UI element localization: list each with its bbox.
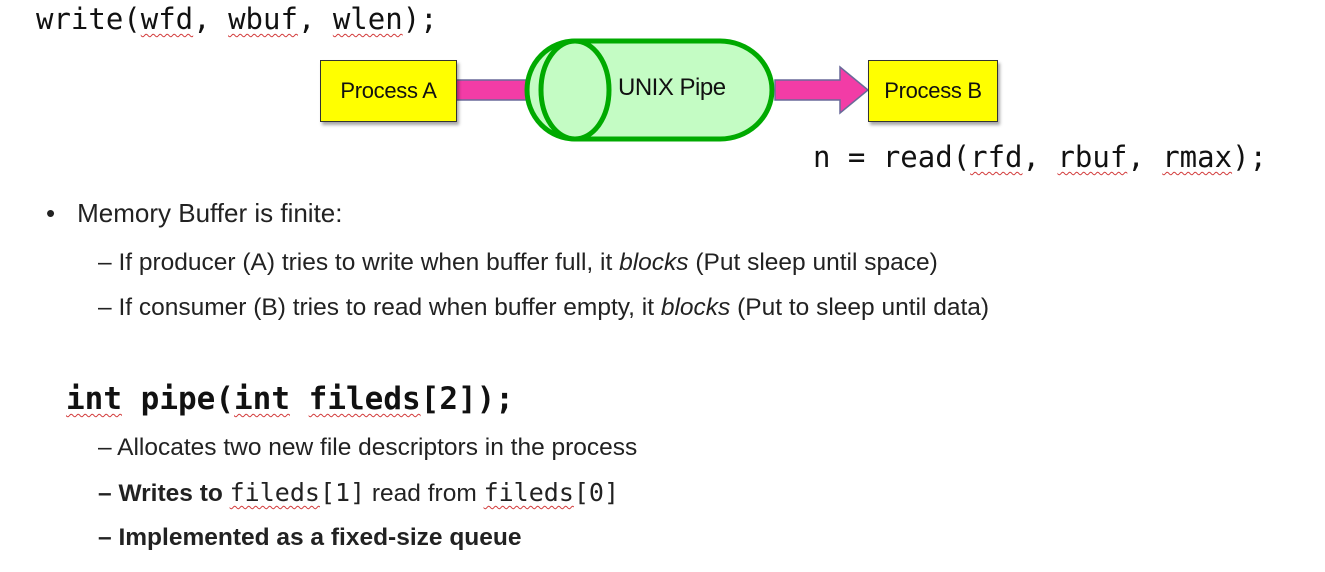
bullet-text: Memory Buffer is finite:: [77, 198, 343, 228]
sub4-code-fileds-0: fileds: [483, 478, 574, 507]
sub1-em: blocks: [619, 249, 689, 276]
read-pre: n = read(: [813, 140, 971, 174]
sub2-text: If consumer (B) tries to read when buffe…: [118, 294, 661, 321]
process-a-label: Process A: [340, 78, 437, 103]
pipe-cylinder-end: [538, 38, 612, 142]
dash: –: [98, 524, 112, 551]
read-call-code: n = read(rfd, rbuf, rmax);: [813, 140, 1267, 174]
sub2-em: blocks: [660, 294, 731, 321]
pipe-signature-code: int pipe(int fileds[2]);: [66, 381, 514, 417]
sub-item-consumer: – If consumer (B) tries to read when buf…: [98, 294, 989, 322]
sub5-text: Implemented as a fixed-size queue: [118, 524, 522, 551]
sub3-text: Allocates two new file descriptors in th…: [117, 434, 638, 461]
write-sep1: ,: [193, 2, 229, 36]
write-sep2: ,: [297, 2, 333, 36]
sub1-post: (Put sleep until space): [688, 249, 938, 276]
write-fn: write(: [36, 2, 141, 36]
sub-item-producer: – If producer (A) tries to write when bu…: [98, 249, 938, 277]
sig-space: [122, 381, 141, 417]
dash: –: [98, 294, 112, 321]
read-arg-rmax: rmax: [1162, 140, 1233, 174]
sig-fn: pipe(: [140, 381, 234, 417]
bullet-memory-buffer: • Memory Buffer is finite:: [46, 198, 343, 229]
sub4-pre: Writes to: [118, 480, 230, 507]
sig-kw-int: int: [66, 381, 122, 417]
process-b-box: Process B: [868, 60, 998, 122]
sub-item-writes-reads: – Writes to fileds[1] read from fileds[0…: [98, 478, 619, 508]
sub-item-allocates: – Allocates two new file descriptors in …: [98, 434, 637, 462]
dash: –: [98, 480, 112, 507]
read-sep1: ,: [1022, 140, 1058, 174]
read-end: );: [1232, 140, 1267, 174]
dash: –: [98, 434, 112, 461]
sub4-index-0: [0]: [573, 478, 620, 507]
read-arg-rfd: rfd: [970, 140, 1023, 174]
process-a-box: Process A: [320, 60, 457, 122]
write-end: );: [402, 2, 438, 36]
sub4-mid: read from: [365, 480, 484, 507]
write-arg-wbuf: wbuf: [228, 2, 298, 36]
sub4-code-fileds-1: fileds: [229, 478, 320, 507]
sig-space-2: [290, 381, 309, 417]
sig-kw-int-2: int: [234, 381, 290, 417]
sig-end: [2]);: [420, 381, 514, 417]
write-arg-wlen: wlen: [332, 2, 403, 36]
write-call-code: write(wfd, wbuf, wlen);: [36, 2, 438, 36]
read-arg-rbuf: rbuf: [1057, 140, 1128, 174]
sig-arg-fileds: fileds: [308, 381, 421, 417]
dash: –: [98, 249, 112, 276]
sub1-text: If producer (A) tries to write when buff…: [118, 249, 620, 276]
sub-item-fixed-queue: – Implemented as a fixed-size queue: [98, 524, 521, 552]
write-arg-wfd: wfd: [140, 2, 194, 36]
unix-pipe-label: UNIX Pipe: [618, 74, 726, 101]
read-sep2: ,: [1127, 140, 1163, 174]
process-b-label: Process B: [884, 78, 982, 103]
arrow-pipe-to-b: [774, 65, 870, 115]
sub2-post: (Put to sleep until data): [730, 294, 990, 321]
sub4-index-1: [1]: [319, 478, 366, 507]
bullet-mark: •: [46, 198, 56, 228]
